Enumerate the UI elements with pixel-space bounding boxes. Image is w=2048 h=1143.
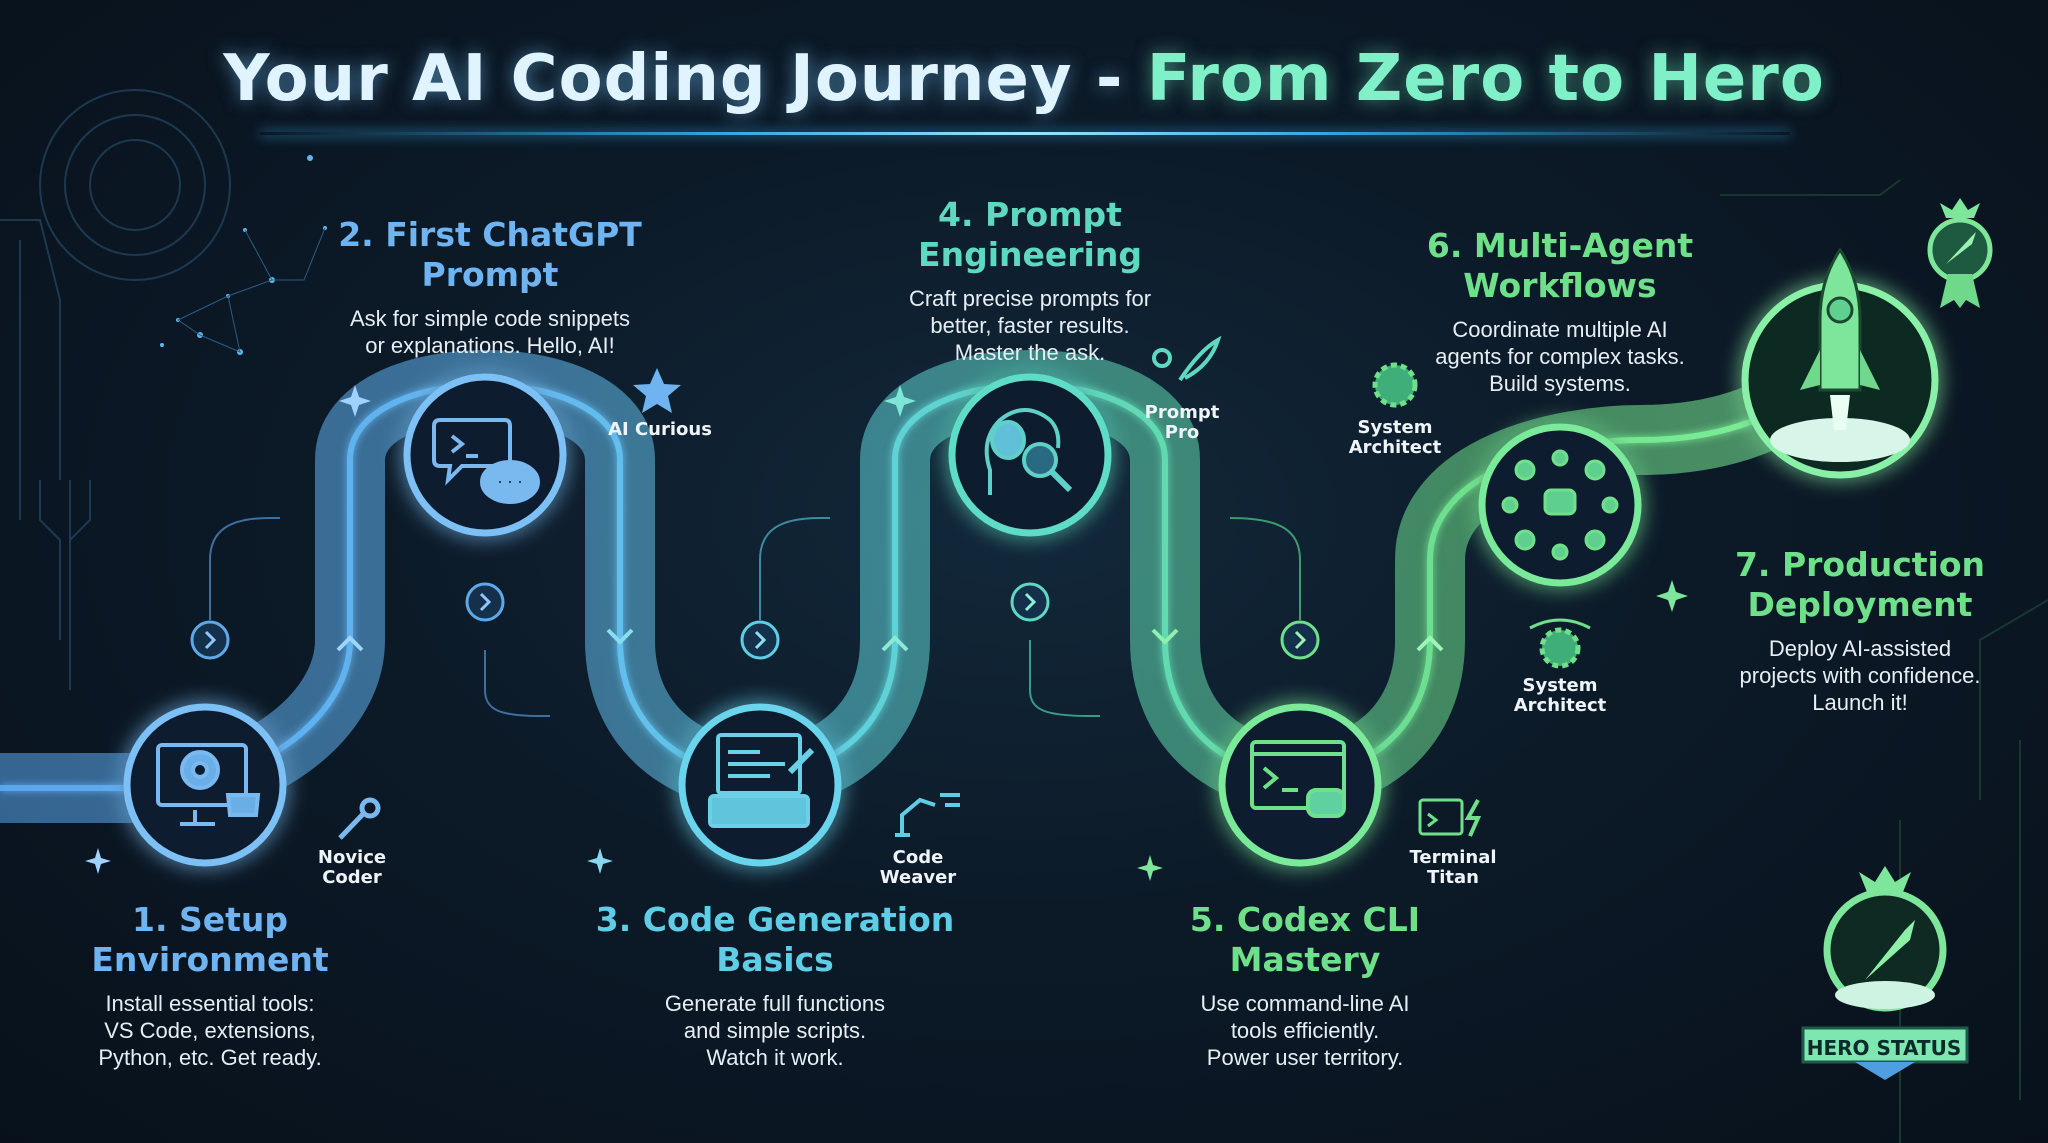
step-3-heading: 3. Code Generation [595, 900, 955, 939]
step-1-setup-environment: 1. Setup Environment Install essential t… [60, 900, 360, 1071]
robot-arm-icon [895, 793, 960, 837]
gear-cycle-icon [1529, 618, 1591, 669]
step-1-heading: 1. Setup [131, 900, 289, 939]
chat-bubbles-icon [432, 418, 540, 504]
step-4-prompt-engineering: 4. Prompt Engineering Craft precise prom… [880, 195, 1180, 366]
circuit-lines-left [39, 480, 91, 690]
step-1-description: Install essential tools:VS Code, extensi… [98, 991, 322, 1070]
chevron-circles [190, 582, 1320, 660]
connector-arrows [209, 517, 1301, 717]
node-3 [678, 703, 842, 867]
page-title: Your AI Coding Journey - From Zero to He… [0, 42, 2048, 116]
gear-icon [1372, 362, 1418, 408]
wrench-icon [338, 797, 381, 840]
node-2 [403, 373, 567, 537]
title-underline [260, 132, 1790, 135]
step-6-heading: 6. Multi-Agent [1426, 226, 1694, 265]
title-part-2: From Zero to Hero [1146, 42, 1825, 116]
step-6-multi-agent-workflows: 6. Multi-Agent Workflows Coordinate mult… [1410, 226, 1710, 397]
title-part-1: Your AI Coding Journey - [223, 42, 1124, 116]
step-7-heading: 7. Production [1734, 545, 1986, 584]
hud-circle-decor [0, 89, 231, 520]
hero-status-label: HERO STATUS [1806, 1036, 1962, 1060]
step-7-production-deployment: 7. Production Deployment Deploy AI-assis… [1700, 545, 2020, 716]
step-2-heading: 2. First ChatGPT [338, 215, 642, 254]
rocket-launch-icon [1770, 247, 1910, 462]
step-4-heading: 4. Prompt [938, 195, 1122, 234]
monitor-gear-coffee-icon [156, 743, 261, 826]
brain-magnifier-icon [984, 408, 1073, 495]
crown-rocket-icon [1801, 866, 1969, 1080]
star-icon [633, 368, 681, 413]
code-editor-keyboard-icon [708, 733, 815, 828]
node-5 [1218, 703, 1382, 867]
sparkle-icons [85, 385, 1688, 881]
agent-network-icon [1501, 449, 1619, 561]
step-2-first-chatgpt-prompt: 2. First ChatGPT Prompt Ask for simple c… [300, 215, 680, 359]
rocket-medal-icon [1927, 198, 1993, 308]
lightbulb-quill-icon [1152, 335, 1222, 382]
badge-ai-curious: AI Curious [608, 419, 712, 440]
step-5-heading: 5. Codex CLI [1189, 900, 1421, 939]
road-chevrons [336, 628, 1444, 652]
step-5-codex-cli-mastery: 5. Codex CLI Mastery Use command-line AI… [1150, 900, 1460, 1071]
terminal-robot-icon [1250, 740, 1346, 818]
constellation-lines [177, 227, 326, 353]
terminal-lightning-icon [1418, 798, 1482, 837]
step-3-code-generation-basics: 3. Code Generation Basics Generate full … [575, 900, 975, 1071]
